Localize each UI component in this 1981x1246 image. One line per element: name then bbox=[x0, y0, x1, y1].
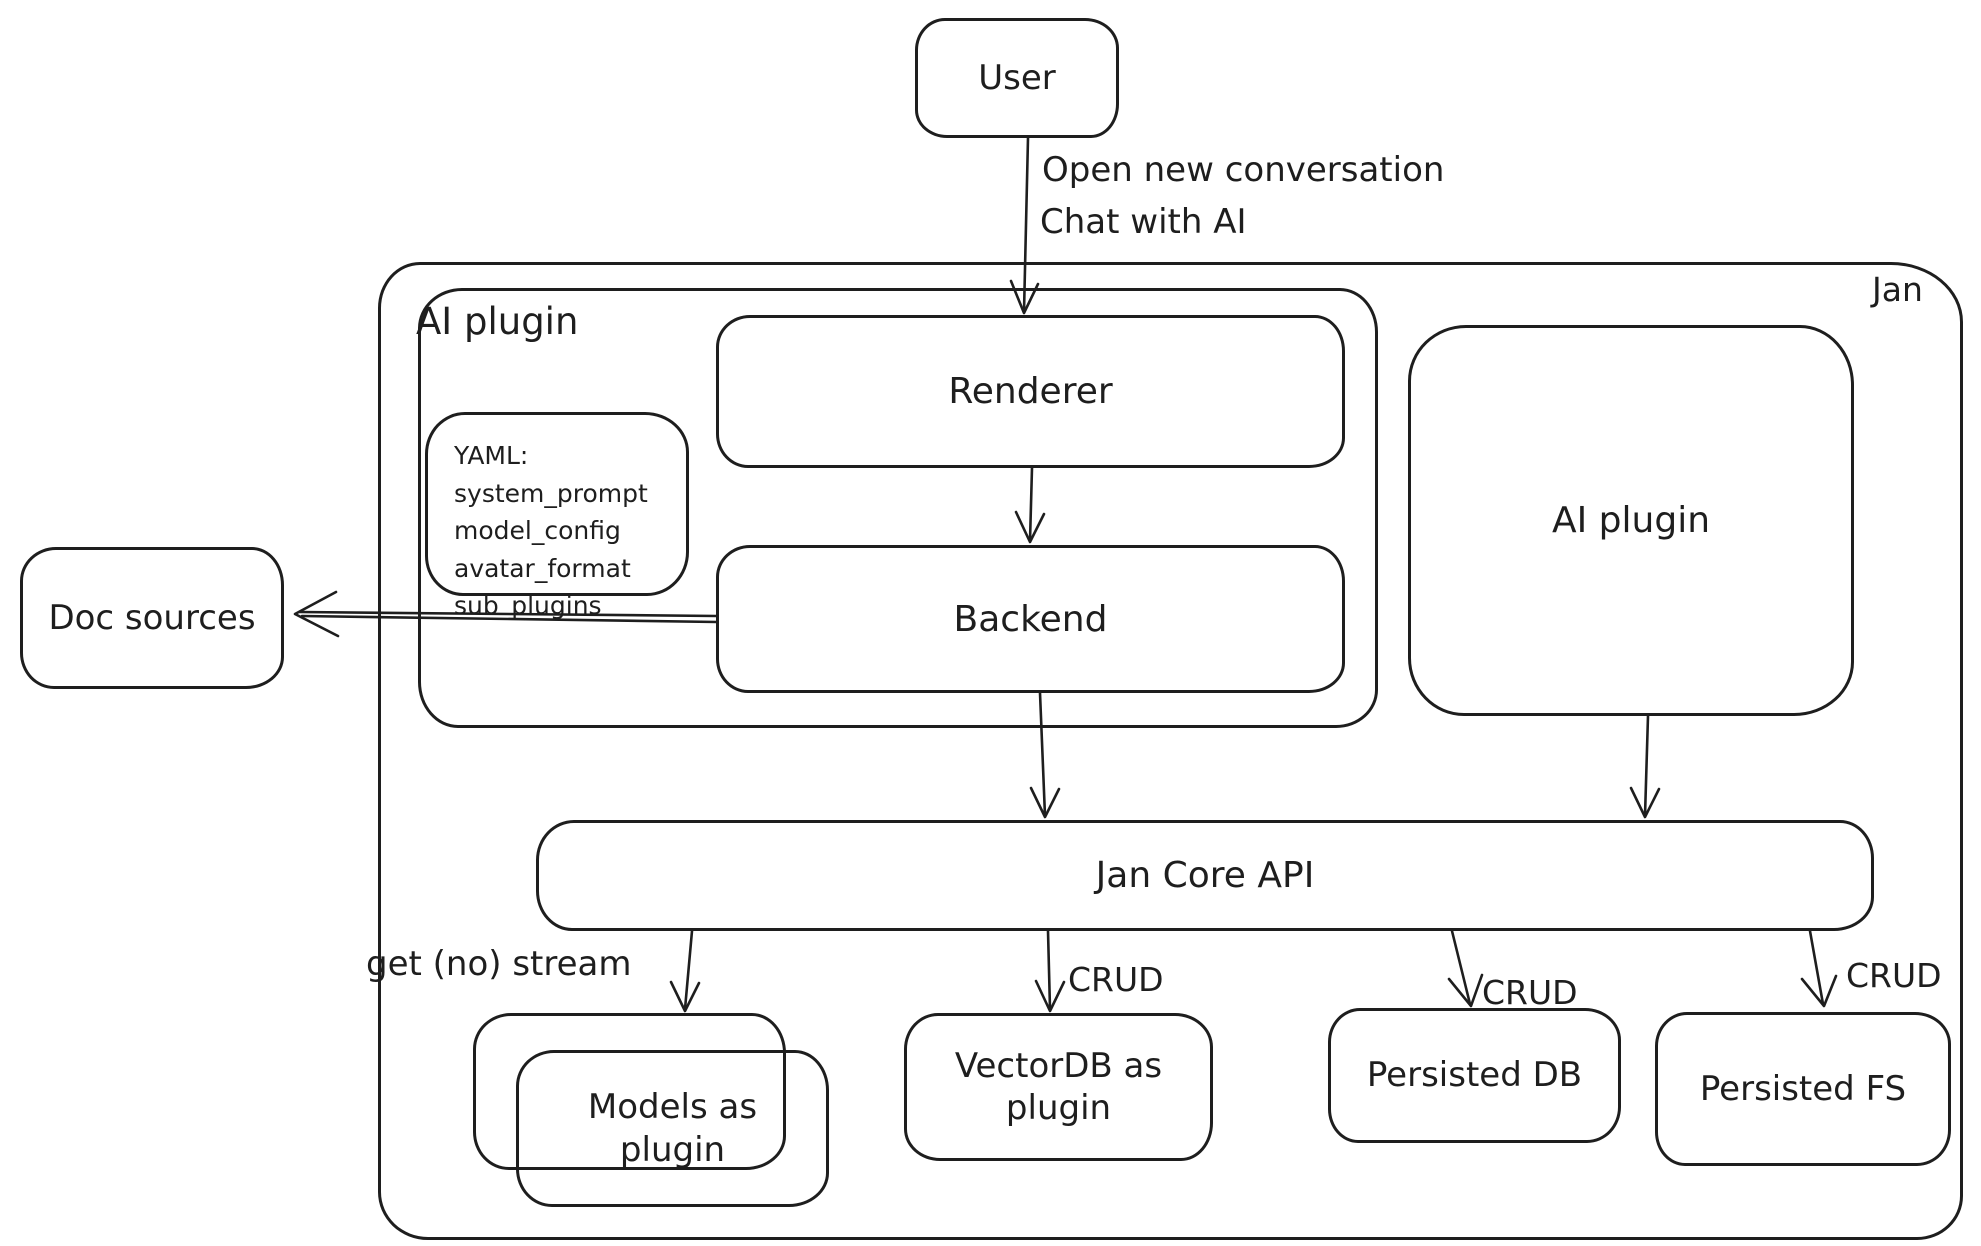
ai-plugin-left-label: AI plugin bbox=[416, 300, 579, 343]
jan-core-api-label: Jan Core API bbox=[1095, 855, 1315, 896]
persisted-db-node: Persisted DB bbox=[1328, 1008, 1621, 1143]
edge-label-open-conversation: Open new conversation bbox=[1042, 150, 1445, 190]
yaml-line: sub_plugins bbox=[454, 591, 602, 620]
vectordb-as-plugin-node: VectorDB as plugin bbox=[904, 1013, 1213, 1161]
models-as-plugin-back-box bbox=[473, 1013, 786, 1170]
models-as-plugin-node: Models as plugin bbox=[516, 1050, 829, 1207]
vectordb-as-plugin-label: VectorDB as plugin bbox=[954, 1045, 1163, 1129]
ai-plugin-left-container-box bbox=[418, 288, 1378, 728]
yaml-line: model_config bbox=[454, 516, 621, 545]
renderer-label: Renderer bbox=[948, 371, 1113, 412]
yaml-config-box: YAML: system_prompt model_config avatar_… bbox=[425, 412, 689, 620]
backend-label: Backend bbox=[953, 598, 1108, 640]
jan-container-box bbox=[378, 262, 1963, 1240]
edge-label-get-no-stream: get (no) stream bbox=[366, 944, 632, 984]
user-node: User bbox=[915, 18, 1119, 138]
jan-container-label: Jan bbox=[1872, 270, 1923, 309]
persisted-fs-node: Persisted FS bbox=[1655, 1012, 1951, 1166]
user-label: User bbox=[978, 57, 1056, 98]
jan-core-api-node: Jan Core API bbox=[536, 820, 1874, 931]
persisted-db-label: Persisted DB bbox=[1366, 1055, 1583, 1096]
ai-plugin-right-label: AI plugin bbox=[1551, 500, 1711, 541]
yaml-line: YAML: bbox=[454, 441, 529, 470]
renderer-node: Renderer bbox=[716, 315, 1345, 468]
doc-sources-label: Doc sources bbox=[48, 597, 256, 638]
doc-sources-node: Doc sources bbox=[20, 547, 284, 689]
yaml-line: avatar_format bbox=[454, 553, 631, 583]
edge-label-crud-vectordb: CRUD bbox=[1068, 960, 1164, 999]
edge-label-chat-with-ai: Chat with AI bbox=[1040, 202, 1247, 242]
yaml-line: system_prompt bbox=[454, 478, 648, 508]
persisted-fs-label: Persisted FS bbox=[1699, 1068, 1907, 1109]
yaml-config-text: YAML: system_prompt model_config avatar_… bbox=[428, 415, 658, 635]
models-as-plugin-label: Models as plugin bbox=[587, 1087, 758, 1170]
edge-label-crud-persisted-fs: CRUD bbox=[1846, 956, 1942, 995]
edge-label-crud-persisted-db: CRUD bbox=[1482, 973, 1578, 1012]
backend-node: Backend bbox=[716, 545, 1345, 693]
ai-plugin-right-node: AI plugin bbox=[1408, 325, 1854, 716]
